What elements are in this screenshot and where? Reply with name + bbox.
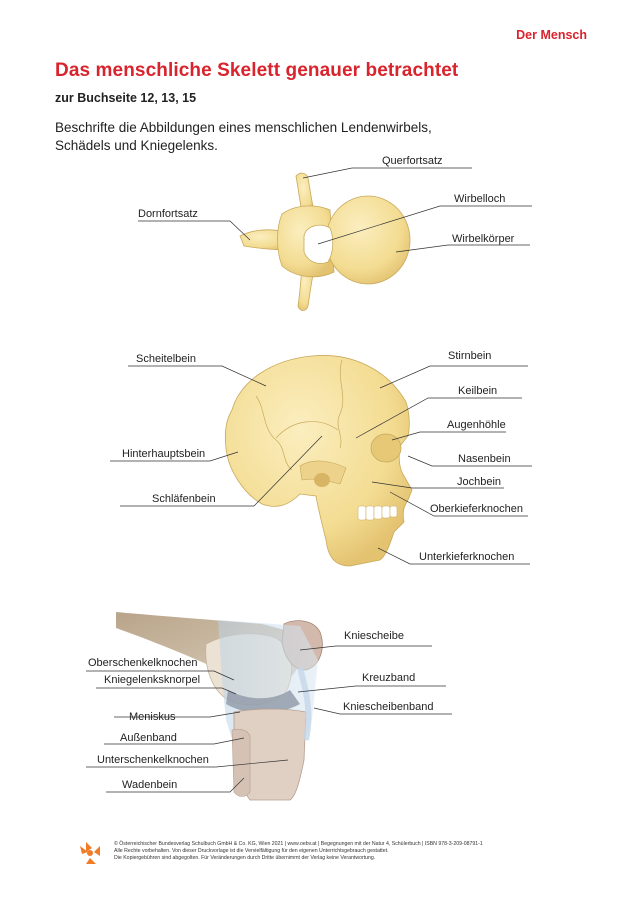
- label-schlaefenbein: Schläfenbein: [152, 493, 216, 505]
- page-title: Das menschliche Skelett genauer betracht…: [55, 60, 459, 81]
- label-stirnbein: Stirnbein: [448, 350, 492, 362]
- skull-drawing: [224, 355, 413, 567]
- label-kreuzband: Kreuzband: [362, 672, 416, 684]
- label-kniegelenksknorpel: Kniegelenksknorpel: [104, 674, 201, 686]
- label-keilbein: Keilbein: [458, 385, 498, 397]
- chapter-label: Der Mensch: [516, 28, 587, 42]
- label-kniescheibenband: Kniescheibenband: [343, 701, 434, 713]
- label-oberschenkelknochen: Oberschenkelknochen: [88, 657, 198, 669]
- lumbar-vertebra-drawing: [239, 172, 411, 311]
- knee-leader-lines: [86, 645, 452, 793]
- label-unterschenkelknochen: Unterschenkelknochen: [97, 754, 209, 766]
- vertebra-leader-lines: [138, 167, 532, 253]
- footer-line-2: Alle Rechte vorbehalten. Von dieser Druc…: [114, 848, 389, 855]
- label-wirbelloch: Wirbelloch: [454, 193, 506, 205]
- publisher-logo: [80, 842, 100, 864]
- label-kniescheibe: Kniescheibe: [344, 630, 404, 642]
- footer-line-3: Die Kopiergebühren sind abgegolten. Für …: [114, 855, 376, 862]
- label-jochbein: Jochbein: [457, 476, 502, 488]
- label-meniskus: Meniskus: [129, 711, 176, 723]
- label-aussenband: Außenband: [120, 732, 177, 744]
- footer-line-1: © Österreichischer Bundesverlag Schulbuc…: [114, 841, 483, 847]
- label-querfortsatz: Querfortsatz: [382, 155, 443, 167]
- label-wadenbein: Wadenbein: [122, 779, 178, 791]
- label-hinterhauptsbein: Hinterhauptsbein: [122, 448, 206, 460]
- label-oberkieferknochen: Oberkieferknochen: [430, 503, 523, 515]
- task-instruction: Beschrifte die Abbildungen eines menschl…: [55, 120, 432, 153]
- label-dornfortsatz: Dornfortsatz: [138, 208, 198, 220]
- label-scheitelbein: Scheitelbein: [136, 353, 196, 365]
- book-page-reference: zur Buchseite 12, 13, 15: [55, 91, 197, 105]
- knee-drawing: [116, 612, 323, 801]
- label-unterkieferknochen: Unterkieferknochen: [419, 551, 515, 563]
- label-wirbelkoerper: Wirbelkörper: [452, 233, 515, 245]
- copyright-footer: © Österreichischer Bundesverlag Schulbuc…: [114, 841, 534, 863]
- skull-leader-lines: [110, 365, 532, 565]
- label-nasenbein: Nasenbein: [458, 453, 511, 465]
- label-augenhoehle: Augenhöhle: [447, 419, 506, 431]
